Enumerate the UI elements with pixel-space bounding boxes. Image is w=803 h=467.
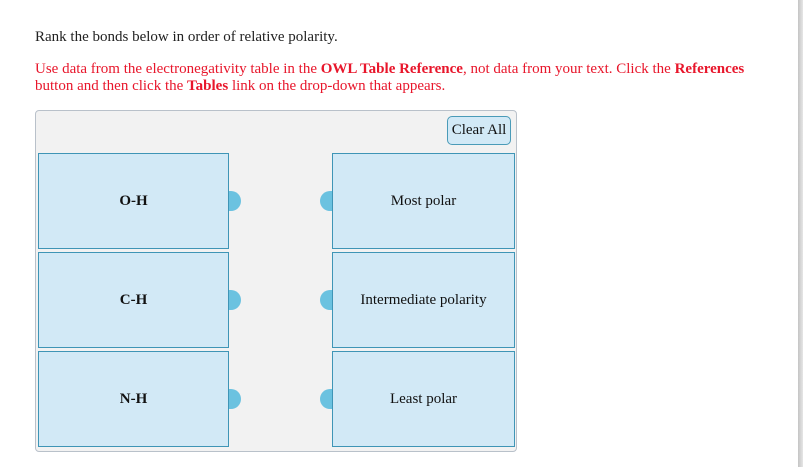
instructions-text: Use data from the electronegativity tabl… <box>35 61 765 95</box>
ranking-panel: Clear All O-H C-H N-H Most polar Interme… <box>35 110 517 452</box>
item-label: O-H <box>119 192 148 209</box>
draggable-item-c-h[interactable]: C-H <box>38 252 229 348</box>
scrollbar-edge[interactable] <box>798 0 803 467</box>
target-slot-intermediate-polarity[interactable]: Intermediate polarity <box>332 252 515 348</box>
draggable-item-n-h[interactable]: N-H <box>38 351 229 447</box>
target-slot-most-polar[interactable]: Most polar <box>332 153 515 249</box>
tables-text: Tables <box>187 78 229 94</box>
slot-label: Intermediate polarity <box>360 291 487 308</box>
instructions-part: , not data from your text. Click the <box>462 61 675 77</box>
drop-connector-tab[interactable] <box>320 290 332 310</box>
draggable-item-o-h[interactable]: O-H <box>38 153 229 249</box>
owl-table-reference-text: OWL Table Reference <box>320 61 463 77</box>
drop-connector-tab[interactable] <box>320 191 332 211</box>
drag-connector-tab[interactable] <box>229 290 241 310</box>
instructions-part: button and then click the <box>35 78 188 94</box>
instructions-part: Use data from the electronegativity tabl… <box>35 61 321 77</box>
item-label: N-H <box>119 390 148 407</box>
drop-connector-tab[interactable] <box>320 389 332 409</box>
target-slot-least-polar[interactable]: Least polar <box>332 351 515 447</box>
drag-connector-tab[interactable] <box>229 191 241 211</box>
question-prompt: Rank the bonds below in order of relativ… <box>35 29 338 45</box>
slot-label: Least polar <box>389 390 458 407</box>
slot-label: Most polar <box>390 192 457 209</box>
instructions-part: link on the drop-down that appears. <box>228 78 446 94</box>
clear-all-button[interactable]: Clear All <box>447 116 511 145</box>
references-text: References <box>674 61 745 77</box>
item-label: C-H <box>119 291 148 308</box>
drag-connector-tab[interactable] <box>229 389 241 409</box>
